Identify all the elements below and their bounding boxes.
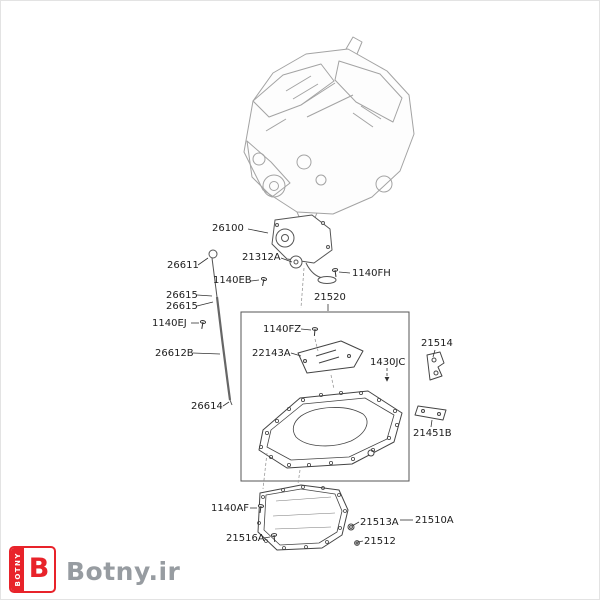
part-label-21520: 21520 (314, 292, 346, 303)
logo-letter-b: B (28, 553, 50, 584)
assembly-axis-lines (262, 267, 335, 490)
part-label-21451B: 21451B (413, 428, 452, 439)
oil-pump-illustration (271, 214, 337, 284)
part-label-21312A: 21312A (242, 252, 281, 263)
part-label-21513A: 21513A (360, 517, 399, 528)
upper-oil-pan-illustration (258, 390, 403, 469)
part-label-1430JC: 1430JC (370, 357, 406, 368)
engine-illustration (243, 36, 415, 223)
lower-oil-pan-illustration (257, 484, 360, 551)
part-label-26615-lower: 26615 (166, 301, 198, 312)
part-label-26614: 26614 (191, 401, 223, 412)
part-label-26612B: 26612B (155, 348, 194, 359)
part-label-21514: 21514 (421, 338, 453, 349)
part-label-26100: 26100 (212, 223, 244, 234)
part-label-1140EJ: 1140EJ (152, 318, 187, 329)
part-label-21510A: 21510A (415, 515, 454, 526)
part-label-26615-upper: 26615 (166, 290, 198, 301)
parts-box-outline (240, 311, 410, 482)
logo-vertical-text: BOTNY (11, 548, 24, 591)
site-name: Botny.ir (66, 557, 181, 586)
part-label-1140FH: 1140FH (352, 268, 391, 279)
part-label-1140FZ: 1140FZ (263, 324, 302, 335)
leader-lines (191, 228, 436, 543)
bracket-illustration (426, 351, 445, 381)
dipstick-illustration (208, 249, 233, 406)
gasket-illustration (414, 405, 447, 421)
part-label-26611: 26611 (167, 260, 199, 271)
part-label-21516A: 21516A (226, 533, 265, 544)
part-label-1140AF: 1140AF (211, 503, 250, 514)
baffle-plate-illustration (297, 340, 364, 374)
part-label-22143A: 22143A (252, 348, 291, 359)
part-label-1140EB: 1140EB (213, 275, 252, 286)
botny-logo: BOTNY B (9, 546, 56, 593)
bolt-icons (199, 268, 339, 543)
part-label-21512: 21512 (364, 536, 396, 547)
